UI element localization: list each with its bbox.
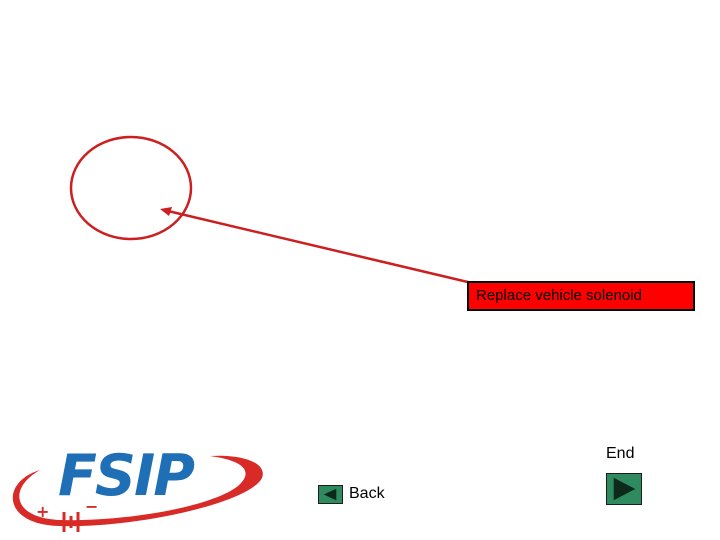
logo-text: FSIP bbox=[58, 443, 194, 509]
callout-replace-solenoid: Replace vehicle solenoid bbox=[467, 281, 695, 311]
highlight-circle bbox=[69, 135, 193, 241]
triangle-left-icon bbox=[323, 488, 337, 501]
battery-icon bbox=[50, 512, 92, 532]
triangle-right-icon bbox=[613, 477, 636, 501]
logo-plus-symbol: + bbox=[36, 502, 49, 521]
logo-swoosh bbox=[12, 455, 263, 527]
fsip-logo: FSIP + − bbox=[12, 443, 263, 532]
callout-arrowhead bbox=[160, 207, 172, 216]
end-label[interactable]: End bbox=[606, 445, 635, 462]
end-button[interactable] bbox=[606, 473, 642, 505]
back-label[interactable]: Back bbox=[349, 485, 385, 502]
callout-arrow-line bbox=[167, 209, 473, 285]
callout-text: Replace vehicle solenoid bbox=[476, 287, 642, 304]
back-button[interactable] bbox=[318, 485, 343, 504]
logo-minus-symbol: − bbox=[85, 497, 98, 516]
